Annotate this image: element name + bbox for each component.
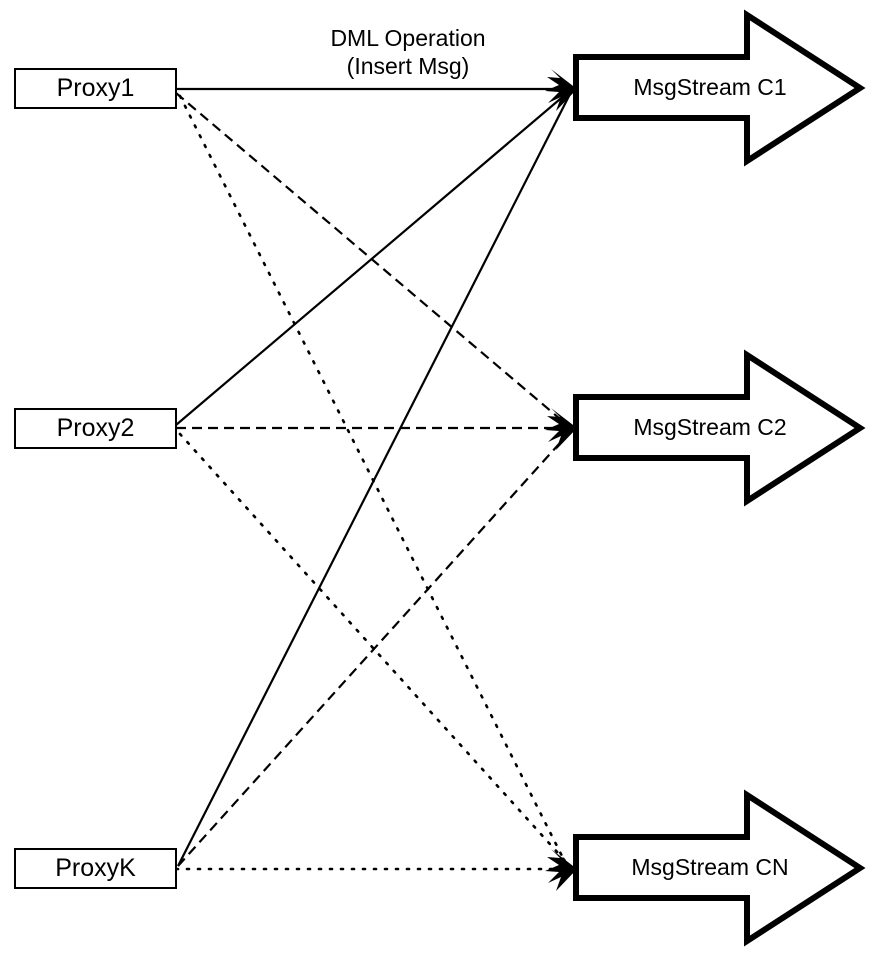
- proxy-box-shape: [14, 408, 177, 449]
- block-arrow-shape: [573, 789, 866, 947]
- edge-annotation-group: DML Operation (Insert Msg): [330, 25, 485, 79]
- edge-pk-c1: [177, 95, 570, 867]
- arrowhead-head-cn: [545, 849, 577, 891]
- arrowhead-head-c2: [545, 408, 577, 450]
- stream-node-stream_c2[interactable]: MsgStream C2: [573, 349, 866, 507]
- proxy-box-shape: [14, 68, 177, 109]
- stream-node-stream_c1[interactable]: MsgStream C1: [573, 9, 866, 167]
- arrowhead-head-c1: [545, 69, 577, 111]
- proxy-node-proxy1[interactable]: Proxy1: [14, 68, 177, 109]
- stream-label: MsgStream C1: [633, 74, 786, 100]
- stream-label: MsgStream CN: [631, 854, 788, 880]
- dml-operation-label: DML Operation: [330, 25, 485, 51]
- proxy-label: Proxy2: [57, 414, 135, 442]
- edge-p1-c2: [175, 92, 567, 425]
- stream-node-stream_cn[interactable]: MsgStream CN: [573, 789, 866, 947]
- edge-pk-c2: [177, 433, 569, 867]
- proxy-node-proxy2[interactable]: Proxy2: [14, 408, 177, 449]
- streams-layer: MsgStream C1 MsgStream C2 MsgStream CN: [573, 9, 866, 947]
- stream-label: MsgStream C2: [633, 414, 786, 440]
- edges-layer: [174, 87, 571, 871]
- block-arrow-shape: [573, 9, 866, 167]
- arrowheads-layer: [545, 69, 577, 891]
- proxy-node-proxyk[interactable]: ProxyK: [14, 848, 177, 889]
- block-arrow-shape: [573, 349, 866, 507]
- edge-p2-c1: [175, 93, 567, 426]
- insert-msg-label: (Insert Msg): [347, 53, 470, 79]
- proxy-label: Proxy1: [57, 74, 135, 102]
- proxy-label: ProxyK: [55, 854, 136, 882]
- proxy-box-shape: [14, 848, 177, 889]
